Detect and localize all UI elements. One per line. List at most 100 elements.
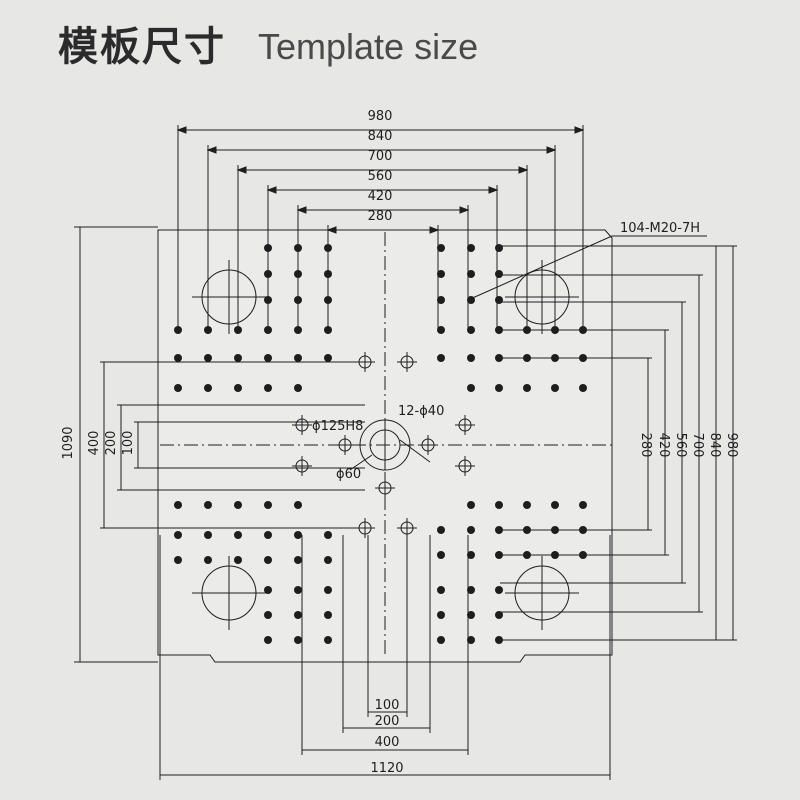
arrow-head — [266, 186, 277, 194]
thread-hole — [495, 526, 503, 534]
thread-hole — [234, 501, 242, 509]
thread-hole — [324, 354, 332, 362]
title-chinese: 模板尺寸 — [58, 24, 226, 70]
dim-bottom-400: 400 — [375, 735, 400, 750]
thread-hole — [294, 354, 302, 362]
dim-right-420: 420 — [656, 433, 671, 458]
thread-hole — [495, 586, 503, 594]
thread-hole — [294, 326, 302, 334]
thread-hole — [467, 586, 475, 594]
thread-hole — [495, 244, 503, 252]
thread-hole — [437, 526, 445, 534]
thread-hole — [234, 326, 242, 334]
thread-hole — [467, 611, 475, 619]
thread-hole — [437, 551, 445, 559]
thread-hole — [294, 244, 302, 252]
thread-hole — [551, 354, 559, 362]
thread-hole — [204, 501, 212, 509]
dim-right-560: 560 — [673, 433, 688, 458]
thread-hole — [174, 556, 182, 564]
arrow-head — [518, 166, 529, 174]
thread-hole — [294, 531, 302, 539]
arrow-head — [296, 206, 307, 214]
thread-hole — [523, 326, 531, 334]
arrow-head — [574, 126, 585, 134]
thread-hole — [523, 526, 531, 534]
thread-hole — [551, 501, 559, 509]
thread-hole — [264, 384, 272, 392]
dim-top-980: 980 — [368, 109, 393, 124]
arrow-head — [206, 146, 217, 154]
thread-hole — [324, 270, 332, 278]
dim-top-840: 840 — [368, 129, 393, 144]
thread-hole — [437, 270, 445, 278]
thread-hole — [324, 556, 332, 564]
thread-hole — [234, 531, 242, 539]
thread-hole — [467, 326, 475, 334]
dim-left-100: 100 — [121, 431, 136, 456]
thread-hole — [324, 296, 332, 304]
label-bolt-holes: 12-ϕ40 — [398, 404, 444, 419]
thread-hole — [467, 354, 475, 362]
dim-bottom-1120: 1120 — [370, 761, 403, 776]
thread-hole — [551, 526, 559, 534]
thread-hole — [523, 551, 531, 559]
dim-right-280: 280 — [638, 433, 653, 458]
thread-hole — [579, 501, 587, 509]
thread-hole — [467, 384, 475, 392]
leader-line — [349, 454, 373, 471]
thread-hole — [324, 244, 332, 252]
thread-hole — [437, 296, 445, 304]
thread-hole — [467, 296, 475, 304]
thread-hole — [264, 326, 272, 334]
thread-hole — [264, 244, 272, 252]
thread-hole — [523, 384, 531, 392]
thread-hole — [294, 556, 302, 564]
thread-hole — [495, 326, 503, 334]
thread-hole — [437, 636, 445, 644]
thread-hole — [264, 270, 272, 278]
thread-hole — [294, 296, 302, 304]
thread-hole — [264, 586, 272, 594]
thread-hole — [204, 531, 212, 539]
thread-hole — [294, 501, 302, 509]
thread-hole — [204, 556, 212, 564]
leader-line — [399, 439, 431, 463]
thread-hole — [467, 636, 475, 644]
thread-hole — [579, 326, 587, 334]
thread-hole — [523, 501, 531, 509]
thread-hole — [204, 326, 212, 334]
thread-hole — [264, 501, 272, 509]
thread-hole — [204, 384, 212, 392]
dim-top-280: 280 — [368, 209, 393, 224]
thread-hole — [467, 501, 475, 509]
arrow-head — [429, 226, 440, 234]
thread-hole — [495, 611, 503, 619]
thread-hole — [437, 244, 445, 252]
thread-hole — [495, 636, 503, 644]
thread-hole — [324, 326, 332, 334]
dim-right-980: 980 — [724, 433, 739, 458]
thread-hole — [324, 531, 332, 539]
dim-bottom-200: 200 — [375, 714, 400, 729]
thread-hole — [294, 586, 302, 594]
dim-right-700: 700 — [690, 433, 705, 458]
dim-left-1090: 1090 — [61, 426, 76, 459]
thread-hole — [495, 270, 503, 278]
arrow-head — [459, 206, 470, 214]
thread-hole — [495, 354, 503, 362]
label-nozzle-hole: ϕ60 — [336, 467, 361, 482]
dim-top-700: 700 — [368, 149, 393, 164]
thread-hole — [324, 636, 332, 644]
thread-hole — [174, 354, 182, 362]
arrow-head — [488, 186, 499, 194]
thread-hole — [264, 354, 272, 362]
thread-hole — [579, 384, 587, 392]
thread-hole — [437, 586, 445, 594]
thread-hole — [495, 296, 503, 304]
thread-hole — [551, 326, 559, 334]
thread-hole — [467, 551, 475, 559]
dim-left-200: 200 — [104, 431, 119, 456]
thread-hole — [174, 384, 182, 392]
